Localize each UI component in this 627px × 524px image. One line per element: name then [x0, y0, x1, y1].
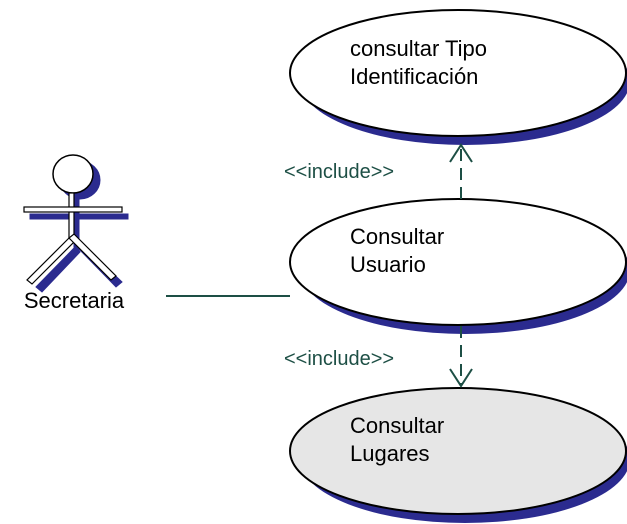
use-case-label-line-2: Identificación — [350, 64, 478, 89]
actor-name: Secretaria — [24, 288, 125, 313]
use-case-consultar-usuario[interactable]: Consultar Usuario — [289, 198, 627, 334]
include-label: <<include>> — [284, 161, 394, 183]
include-arrow-to-tipo-identificacion: <<include>> — [284, 143, 473, 199]
actor-head — [52, 154, 94, 194]
include-arrowhead — [449, 368, 473, 388]
use-case-consultar-lugares[interactable]: Consultar Lugares — [289, 387, 627, 523]
use-case-label-line-1: Consultar — [350, 224, 444, 249]
include-label: <<include>> — [284, 348, 394, 370]
use-case-ellipse — [289, 198, 627, 326]
use-case-label-line-2: Lugares — [350, 441, 430, 466]
use-case-label-line-1: Consultar — [350, 413, 444, 438]
use-case-label-line-1: consultar Tipo — [350, 36, 487, 61]
use-case-consultar-tipo-identificacion[interactable]: consultar Tipo Identificación — [289, 9, 627, 145]
use-case-ellipse — [289, 9, 627, 137]
include-arrowhead — [449, 143, 473, 163]
use-case-ellipse — [289, 387, 627, 515]
actor-body — [68, 192, 75, 241]
actor-right-leg — [68, 233, 117, 281]
use-case-label-line-2: Usuario — [350, 252, 426, 277]
actor-secretaria[interactable]: Secretaria — [23, 154, 129, 313]
include-arrow-to-lugares: <<include>> — [284, 326, 473, 388]
actor-arms — [23, 206, 123, 213]
